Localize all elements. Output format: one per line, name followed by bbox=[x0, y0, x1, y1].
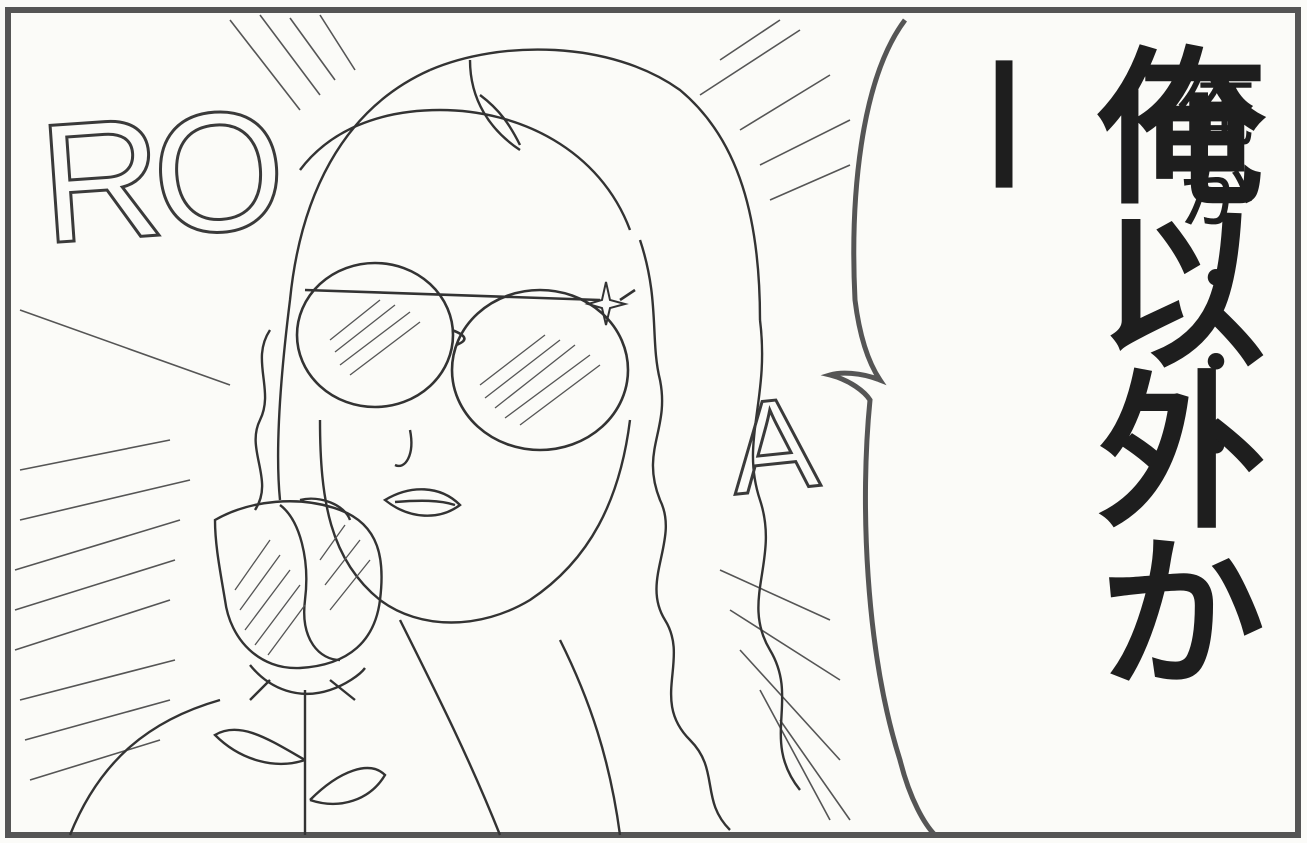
rose-icon bbox=[213, 497, 387, 835]
rose-hatching bbox=[234, 524, 371, 656]
panel-border bbox=[5, 7, 1301, 838]
speech-line-small: 俺か・・・ bbox=[1164, 70, 1254, 490]
lens-hatching bbox=[329, 299, 601, 426]
lips bbox=[382, 488, 462, 517]
speed-lines bbox=[14, 14, 851, 821]
sfx-letters-a: A bbox=[721, 366, 826, 523]
jacket bbox=[68, 619, 622, 836]
sfx-letters-ro: RO bbox=[32, 73, 283, 282]
speech-line-big: 俺以外か－ bbox=[901, 40, 1265, 688]
hair bbox=[253, 48, 801, 831]
sunglasses-icon bbox=[295, 261, 636, 452]
face bbox=[318, 419, 632, 624]
sparkle-icon bbox=[584, 281, 629, 326]
speech-balloon bbox=[820, 18, 937, 837]
